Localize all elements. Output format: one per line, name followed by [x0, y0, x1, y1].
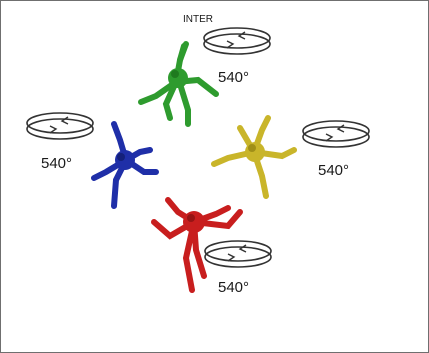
green-figure: [138, 41, 219, 127]
yellow-figure: [211, 115, 297, 199]
red-figure: [151, 197, 243, 293]
top-label: INTER: [183, 14, 213, 25]
spin-arrow-icon: [203, 27, 271, 55]
spin-arrow-icon: [302, 120, 370, 148]
spin-arrow-icon: [26, 112, 94, 140]
rotation-label-red: 540°: [218, 279, 249, 296]
rotation-label-blue: 540°: [41, 155, 72, 172]
rotation-label-yellow: 540°: [318, 162, 349, 179]
blue-figure: [91, 121, 159, 209]
rotation-label-green: 540°: [218, 69, 249, 86]
spin-arrow-icon: [204, 240, 272, 268]
